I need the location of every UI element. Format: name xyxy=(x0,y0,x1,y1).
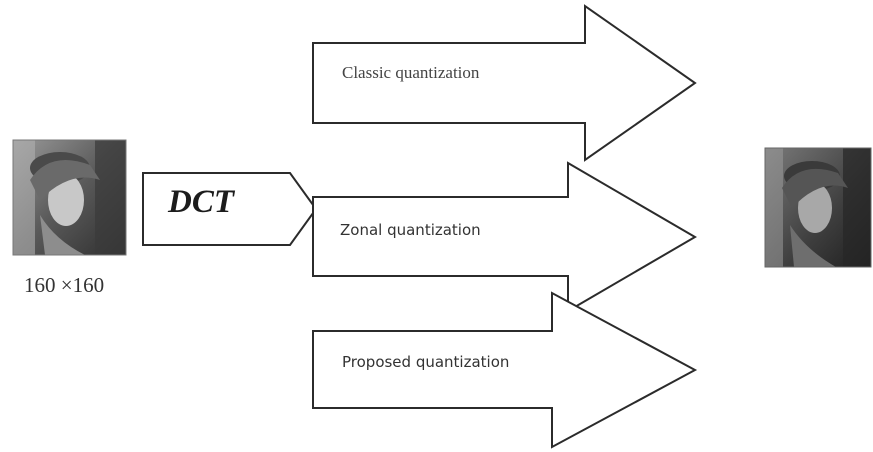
dct-block xyxy=(142,172,318,246)
input-size-label: 160 ×160 xyxy=(24,273,105,297)
dct-label: DCT xyxy=(168,184,234,220)
input-image-thumbnail xyxy=(12,139,127,256)
zonal-quantization-label: Zonal quantization xyxy=(340,221,481,239)
output-image-thumbnail xyxy=(764,147,872,268)
classic-quantization-arrow xyxy=(312,4,697,162)
zonal-quantization-arrow xyxy=(312,161,697,313)
proposed-quantization-arrow xyxy=(312,291,698,449)
classic-quantization-label: Classic quantization xyxy=(342,63,480,82)
proposed-quantization-label: Proposed quantization xyxy=(342,353,510,371)
